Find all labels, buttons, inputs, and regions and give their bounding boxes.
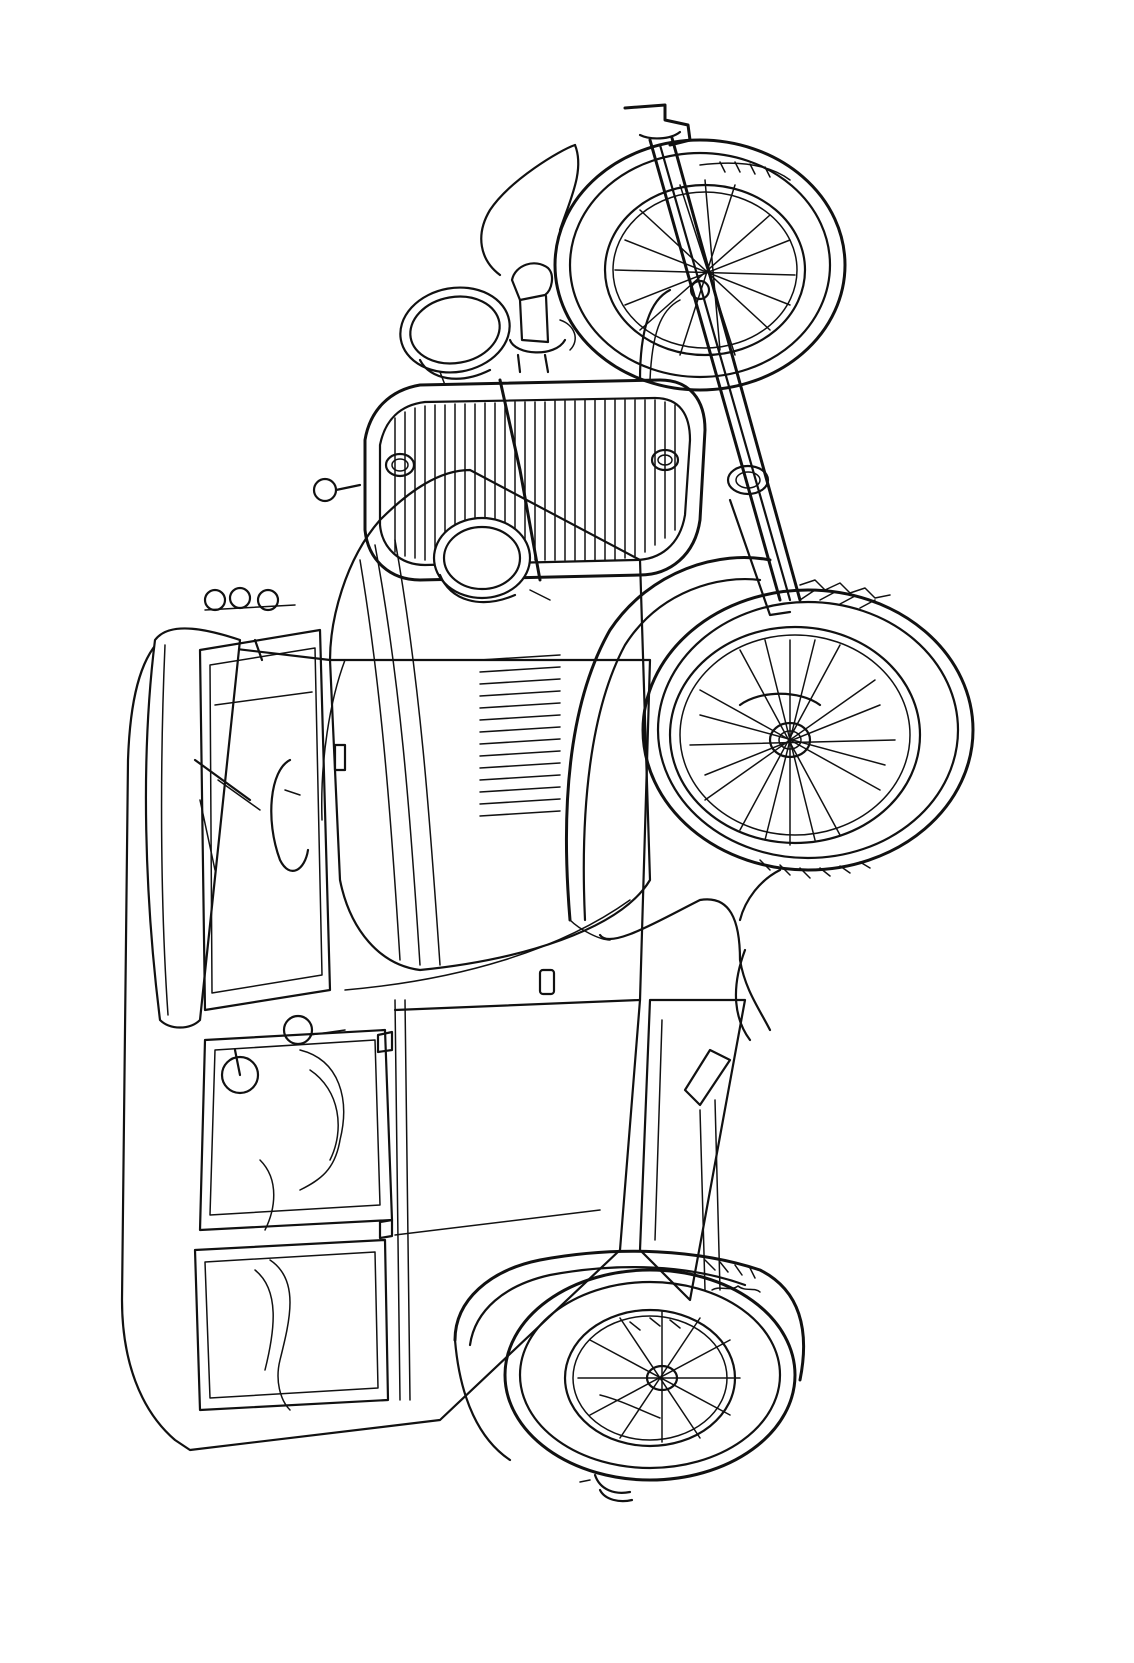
side-details bbox=[203, 586, 411, 1401]
rear-fender bbox=[453, 1249, 806, 1462]
rear-bumper bbox=[579, 1473, 634, 1503]
headlight-upper bbox=[399, 286, 511, 386]
hood-vents bbox=[479, 654, 561, 817]
front-wheel-lower bbox=[641, 579, 975, 879]
rear-wheel bbox=[503, 1268, 797, 1482]
front-fender-lower bbox=[564, 556, 782, 1042]
spot-lamp bbox=[508, 262, 576, 374]
headlight-lower bbox=[432, 516, 551, 604]
radiator-grille bbox=[312, 378, 707, 582]
front-bumper bbox=[623, 103, 802, 617]
hood bbox=[328, 468, 652, 972]
car-body bbox=[120, 627, 747, 1452]
front-fender-upper bbox=[480, 143, 681, 382]
front-wheel-upper bbox=[553, 138, 847, 392]
grille-bars bbox=[394, 399, 676, 561]
